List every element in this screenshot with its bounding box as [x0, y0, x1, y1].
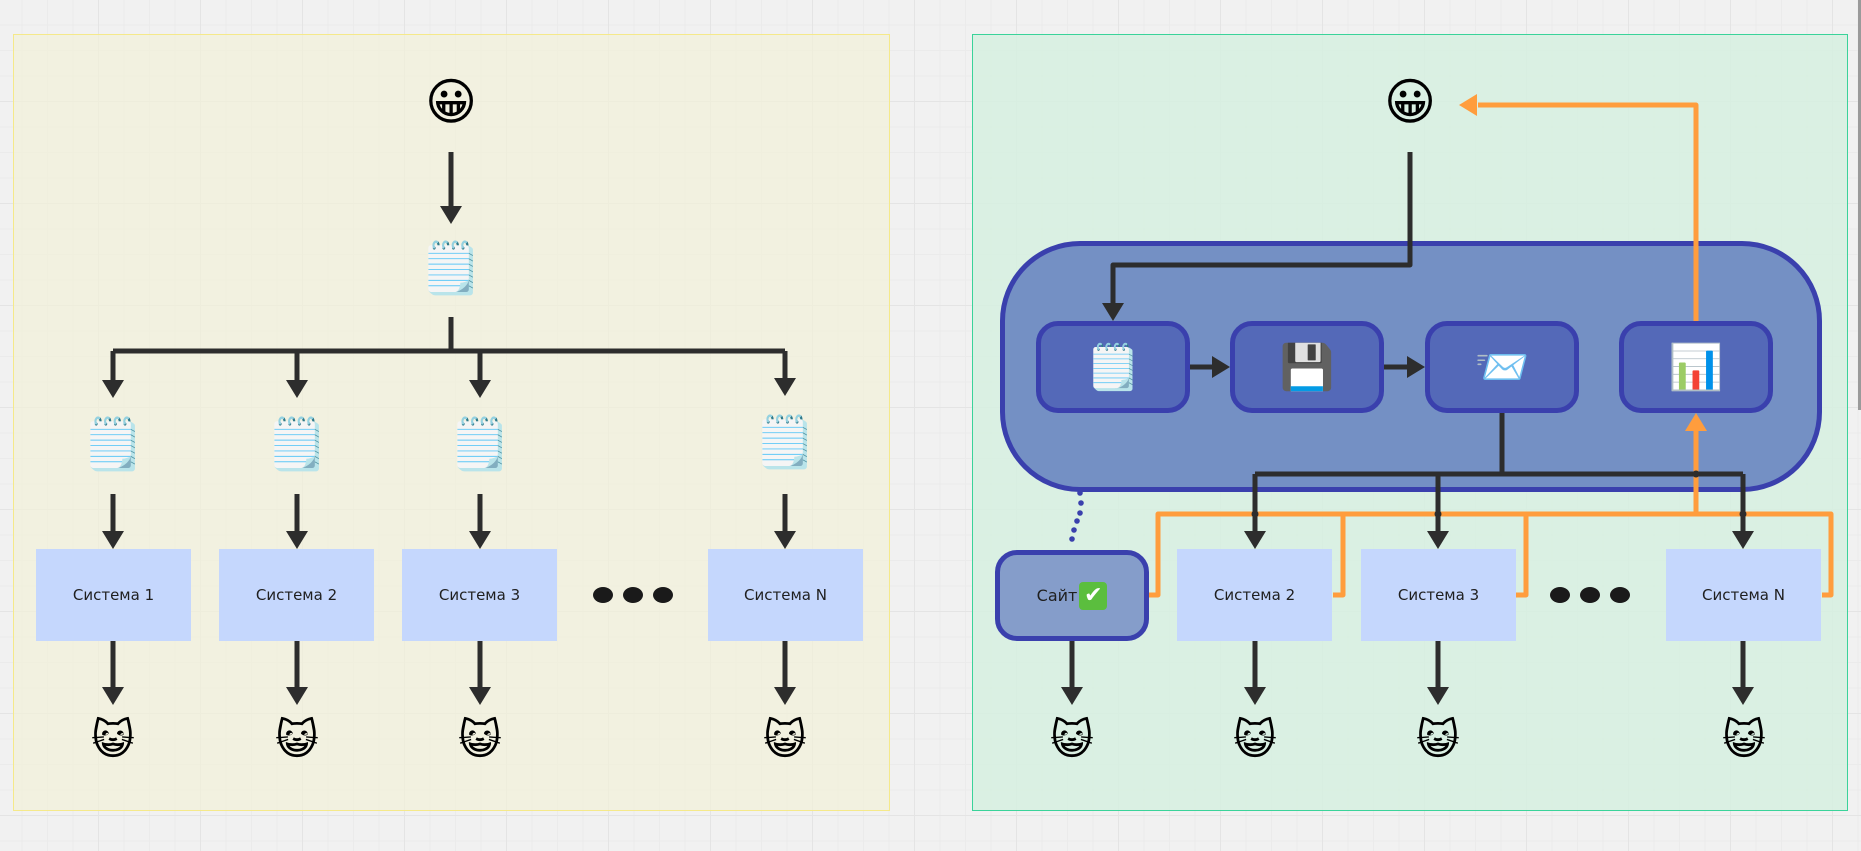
left-system-1[interactable]: Система 1	[36, 549, 191, 641]
dotted-link-0	[1077, 490, 1083, 496]
pipeline-document-node[interactable]: 🗒️	[1036, 321, 1190, 413]
system-1-document-icon: 🗒️	[81, 415, 145, 473]
arrow-doc-sys-4-head	[774, 531, 796, 549]
dotted-link-4	[1071, 527, 1077, 533]
junction-1	[1251, 510, 1259, 518]
arrow-bus-1-head	[102, 380, 124, 398]
system-label: Система 2	[255, 586, 338, 604]
arrow-bus-2-head	[286, 380, 308, 398]
left-system-n[interactable]: Система N	[708, 549, 863, 641]
system-label: Система 3	[438, 586, 521, 604]
cat-icon-site: 😺	[1050, 715, 1094, 764]
left-system-2[interactable]: Система 2	[219, 549, 374, 641]
arrow-doc-sys-3-head	[469, 531, 491, 549]
left-ellipsis	[593, 587, 673, 603]
arrow-sys-cat-4-head	[774, 687, 796, 705]
junction-analytics	[1692, 470, 1700, 478]
system-label: Система 3	[1397, 586, 1480, 604]
feedback-s3	[1516, 514, 1529, 598]
right-system-2[interactable]: Система 2	[1177, 549, 1332, 641]
arrow-user-to-pipeline	[1110, 152, 1413, 305]
system-label: Система 1	[72, 586, 155, 604]
left-system-3[interactable]: Система 3	[402, 549, 557, 641]
arrow-sys-cat-2-head	[286, 687, 308, 705]
user-icon-left: 😀	[424, 73, 478, 131]
cat-icon-rn: 😺	[1722, 715, 1766, 764]
site-label: Сайт	[1036, 586, 1078, 605]
cat-icon-r3: 😺	[1416, 715, 1460, 764]
system-label: Система 2	[1213, 586, 1296, 604]
floppy-disk-icon: 💾	[1279, 342, 1335, 393]
pipeline-distribution-node[interactable]: 📨	[1425, 321, 1579, 413]
arrow-right-cat-1-head	[1061, 687, 1083, 705]
right-system-n[interactable]: Система N	[1666, 549, 1821, 641]
arrow-right-cat-4-head	[1732, 687, 1754, 705]
central-document-icon: 🗒️	[419, 239, 483, 297]
arrow-storage-to-envelope-head	[1407, 356, 1425, 378]
arrow-dist-3-head	[1732, 531, 1754, 549]
system-n-document-icon: 🗒️	[753, 413, 817, 471]
dotted-link-5	[1069, 536, 1075, 542]
cat-icon-r2: 😺	[1233, 715, 1277, 764]
cat-icon-1: 😺	[91, 715, 135, 764]
arrow-user-to-pipeline-head	[1102, 303, 1124, 321]
system-2-document-icon: 🗒️	[265, 415, 329, 473]
arrow-bus-n-head	[774, 378, 796, 396]
site-node[interactable]: Сайт ✔	[995, 550, 1149, 641]
arrow-user-to-doc-head	[440, 206, 462, 224]
vertical-scrollbar[interactable]	[1858, 0, 1861, 410]
arrow-sys-cat-1-head	[102, 687, 124, 705]
check-mark-icon: ✔	[1079, 581, 1108, 610]
arrow-doc-sys-1-head	[102, 531, 124, 549]
system-label: Система N	[1702, 586, 1785, 604]
arrow-dist-1-head	[1244, 531, 1266, 549]
arrow-right-cat-3-head	[1427, 687, 1449, 705]
user-icon-right: 😀	[1383, 73, 1437, 131]
pipeline-analytics-node[interactable]: 📊	[1619, 321, 1773, 413]
arrow-sys-cat-3-head	[469, 687, 491, 705]
notepad-icon: 🗒️	[1085, 342, 1141, 393]
feedback-bus	[1149, 511, 1834, 598]
arrow-doc-to-storage-head	[1212, 356, 1230, 378]
cat-icon-3: 😺	[458, 715, 502, 764]
cat-icon-n: 😺	[763, 715, 807, 764]
system-label: Система N	[744, 586, 827, 604]
arrow-doc-sys-2-head	[286, 531, 308, 549]
system-3-document-icon: 🗒️	[448, 415, 512, 473]
bar-chart-icon: 📊	[1668, 342, 1724, 393]
dotted-link-3	[1074, 518, 1080, 524]
arrow-dist-2-head	[1427, 531, 1449, 549]
right-ellipsis	[1550, 587, 1630, 603]
feedback-to-analytics-head	[1685, 413, 1707, 431]
dotted-link-2	[1077, 510, 1083, 516]
pipeline-storage-node[interactable]: 💾	[1230, 321, 1384, 413]
feedback-s2	[1333, 514, 1346, 598]
junction-3	[1739, 510, 1747, 518]
envelope-icon: 📨	[1474, 342, 1530, 393]
dotted-link-1	[1078, 500, 1084, 506]
junction-2	[1434, 510, 1442, 518]
analytics-to-user-head	[1459, 94, 1477, 116]
right-system-3[interactable]: Система 3	[1361, 549, 1516, 641]
cat-icon-2: 😺	[275, 715, 319, 764]
analytics-to-user	[1478, 102, 1699, 321]
arrow-right-cat-2-head	[1244, 687, 1266, 705]
arrow-bus-3-head	[469, 380, 491, 398]
